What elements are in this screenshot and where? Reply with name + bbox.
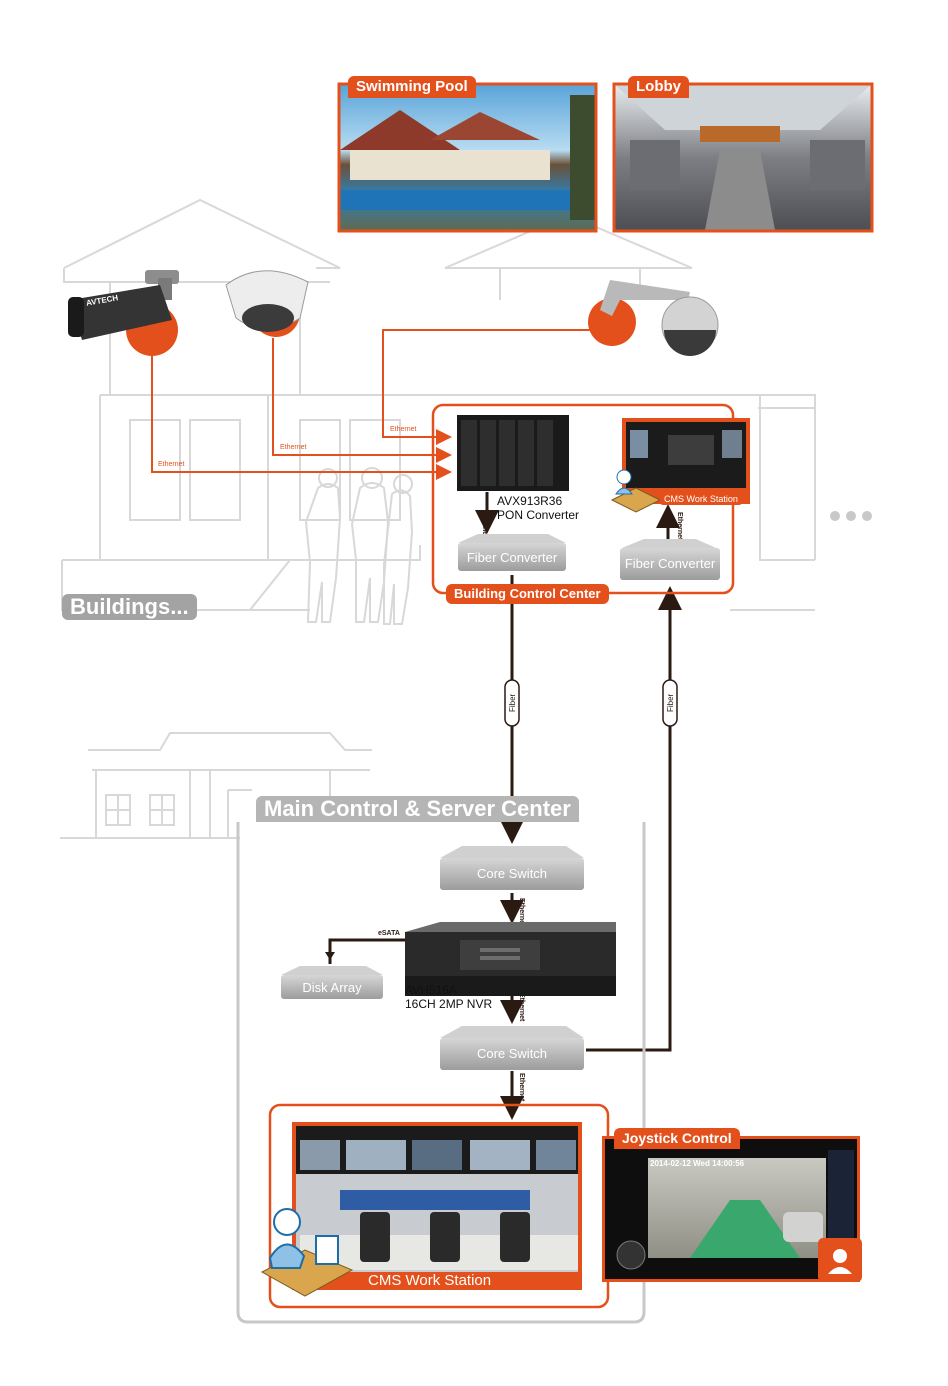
lobby-photo [615,85,871,230]
core-switch-label-2: Core Switch [476,1046,548,1061]
core-switch-label-1: Core Switch [476,866,548,881]
ptz-camera-icon [588,280,719,356]
cms-small-label: CMS Work Station [660,493,742,505]
nvr-name-2: 16CH 2MP NVR [405,997,493,1011]
ethernet-links [151,329,608,480]
disk-array-box [281,966,383,999]
fiber-label-2: Fiber [666,693,675,712]
pon-converter-name-1: AVX913R36 [497,494,563,508]
pon-converter-icon [457,415,569,491]
ethernet-v-2: Ethernet [676,512,683,541]
ethernet-label-1: Ethernet [158,461,185,468]
pon-converter-name-2: PON Converter [497,508,580,522]
main-center-frame [236,822,646,1324]
main-center-title: Main Control & Server Center [256,796,579,822]
esata-label: eSATA [378,930,400,937]
disk-array-label: Disk Array [302,980,362,995]
pool-tag: Swimming Pool [348,76,476,98]
small-operator-icon [610,469,662,513]
lobby-tag: Lobby [628,76,689,98]
ethernet-v-5: Ethernet [518,1073,525,1102]
fiber-label-1: Fiber [508,693,517,712]
fiber-converter-box-1 [458,534,566,571]
ethernet-label-2: Ethernet [280,444,307,451]
fiber-converter-label-2: Fiber Converter [624,556,716,571]
operator-icon [260,1208,354,1297]
buildings-label: Buildings... [62,594,197,620]
fiber-converter-label-1: Fiber Converter [466,550,558,565]
control-room-image [292,1122,582,1290]
joystick-screen [602,1136,862,1282]
building-outline [61,198,816,625]
building-control-center-label: Building Control Center [446,584,609,604]
fiber-capsule-2 [662,679,678,727]
dome-camera-icon [225,270,309,337]
fiber-capsule-1 [504,679,520,727]
joystick-timestamp: 2014-02-12 Wed 14:00:56 [650,1159,745,1168]
nvr-icon [405,922,616,996]
bullet-camera-icon [68,270,179,356]
joystick-tag: Joystick Control [614,1128,740,1149]
main-building-outline [60,732,372,839]
ethernet-v-4: Ethernet [518,993,525,1022]
fiber-converter-box-2 [620,539,720,580]
cms-label: CMS Work Station [368,1272,492,1289]
nvr-name-1: AVH516A [405,983,457,997]
core-switch-box-1 [440,846,584,890]
core-switch-box-2 [440,1026,584,1070]
ethernet-v-3: Ethernet [518,898,525,927]
small-cms-screen [622,418,750,504]
pool-photo [340,85,595,230]
ethernet-label-3: Ethernet [390,426,417,433]
